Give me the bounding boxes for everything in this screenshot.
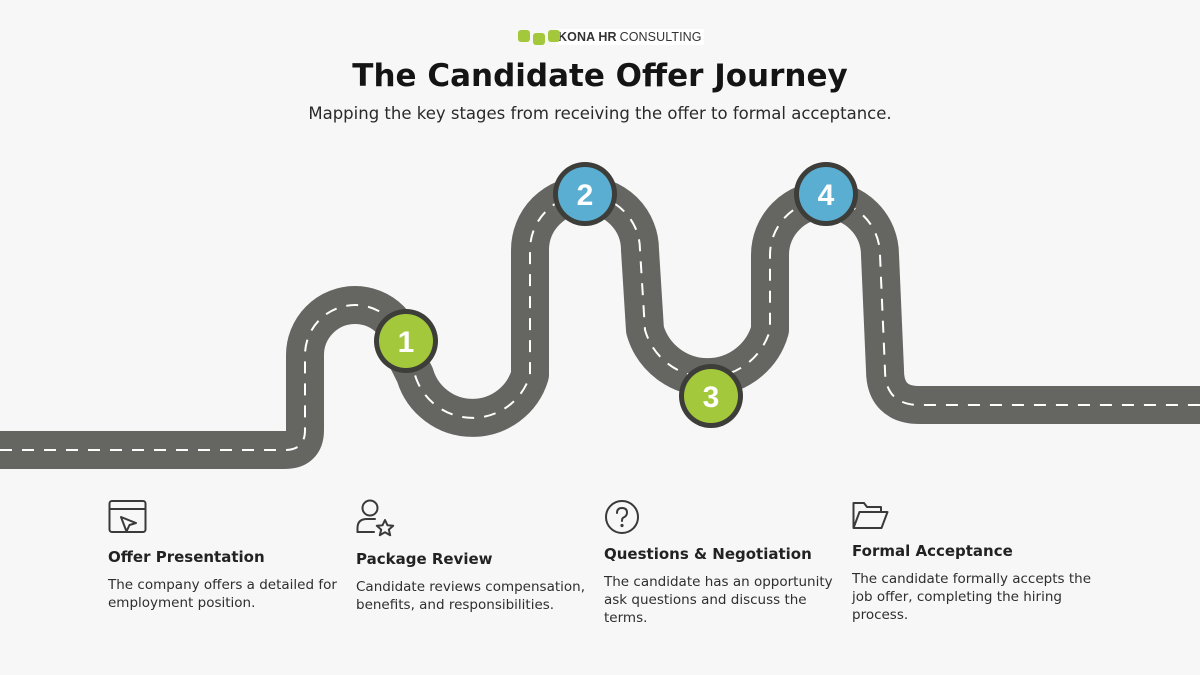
logo-mark-icon: [518, 28, 562, 46]
marker-4: 4: [794, 162, 858, 226]
stage-questions-negotiation: Questions & Negotiation The candidate ha…: [604, 499, 844, 627]
stage-description: The candidate formally accepts the job o…: [852, 571, 1091, 623]
marker-3: 3: [679, 364, 743, 428]
stage-title: Package Review: [356, 550, 493, 568]
stage-description: The company offers a detailed for employ…: [108, 577, 337, 611]
folder-open-icon: [852, 502, 889, 529]
road-path: [0, 176, 1200, 469]
marker-1: 1: [374, 309, 438, 373]
marker-2: 2: [553, 162, 617, 226]
browser-cursor-icon: [108, 500, 147, 533]
marker-number-1: 1: [398, 326, 415, 359]
page-subtitle: Mapping the key stages from receiving th…: [308, 104, 892, 123]
question-circle-icon: [605, 500, 639, 534]
brand-name-rest: CONSULTING: [619, 30, 702, 44]
stage-description: Candidate reviews compensation, benefits…: [356, 579, 585, 613]
brand-name-bold: KONA HR: [558, 30, 617, 44]
brand-name: KONA HR CONSULTING: [556, 29, 704, 45]
marker-number-2: 2: [577, 179, 594, 212]
stage-title: Offer Presentation: [108, 548, 265, 566]
page-title: The Candidate Offer Journey: [352, 58, 848, 94]
user-star-icon: [356, 499, 395, 537]
stage-offer-presentation: Offer Presentation The company offers a …: [108, 498, 348, 612]
stage-package-review: Package Review Candidate reviews compens…: [356, 498, 596, 614]
stage-title: Questions & Negotiation: [604, 545, 812, 563]
stage-title: Formal Acceptance: [852, 542, 1013, 560]
marker-number-3: 3: [703, 381, 720, 414]
stage-formal-acceptance: Formal Acceptance The candidate formally…: [852, 500, 1092, 624]
road-diagram: 1 2 3 4: [0, 162, 1200, 469]
brand-logo: KONA HR CONSULTING: [518, 28, 704, 46]
marker-number-4: 4: [818, 179, 835, 212]
stage-description: The candidate has an opportunity ask que…: [604, 574, 833, 626]
